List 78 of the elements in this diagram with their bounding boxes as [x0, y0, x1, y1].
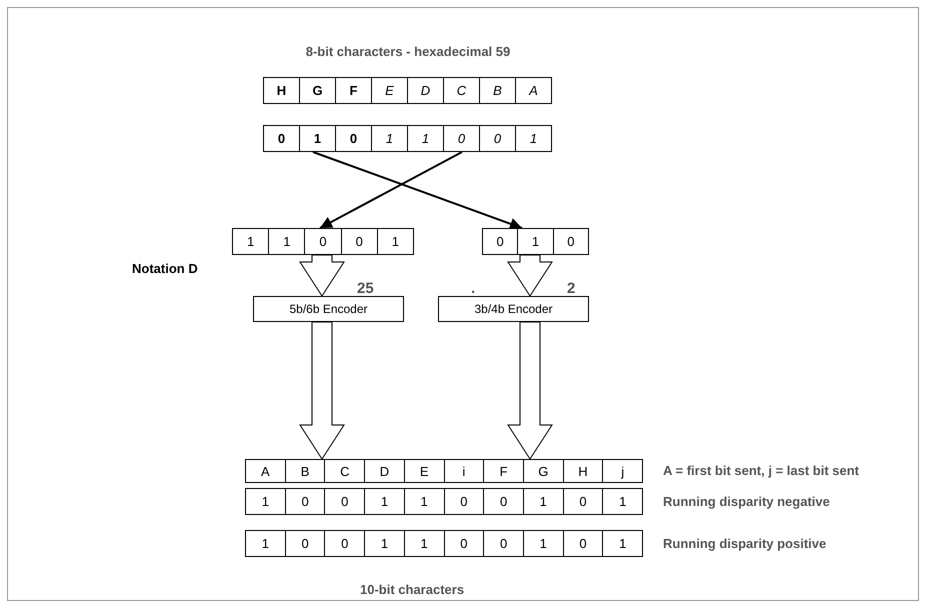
table-cell: 0	[444, 489, 484, 514]
table-cell: 1	[300, 126, 336, 151]
table-cell: E	[372, 78, 408, 103]
table-cell: 1	[269, 229, 306, 254]
table-cell: H	[264, 78, 300, 103]
bit-row	[245, 530, 643, 557]
block-arrow	[507, 254, 553, 297]
table-cell: 1	[518, 229, 554, 254]
table-cell: 1	[246, 531, 286, 556]
arrow	[312, 151, 522, 230]
table-cell: 1	[246, 489, 286, 514]
table-cell: D	[408, 78, 444, 103]
table-cell-text: 1	[528, 130, 538, 148]
table-cell: 0	[480, 126, 516, 151]
bit-row	[482, 228, 589, 255]
block-arrow	[299, 254, 345, 297]
table-cell: 0	[564, 531, 604, 556]
table-cell: 1	[524, 531, 564, 556]
annotation-label: 25	[357, 280, 374, 297]
table-cell: 1	[404, 489, 445, 514]
table-cell: 0	[286, 531, 326, 556]
table-cell: 0	[336, 126, 372, 151]
row-caption: A = first bit sent, j = last bit sent	[663, 463, 860, 478]
table-cell-text: 1	[390, 233, 400, 251]
row-caption: Running disparity negative	[663, 494, 830, 508]
encoder-box: 3b/4b Encoder	[438, 296, 589, 322]
table-cell: 1	[365, 531, 405, 556]
block-arrow	[299, 322, 345, 460]
table-cell: 1	[233, 229, 270, 254]
bit-row	[263, 125, 552, 152]
table-cell: 1	[404, 531, 445, 556]
table-cell: 0	[305, 229, 342, 254]
table-cell: B	[286, 460, 326, 482]
table-cell: 1	[372, 126, 408, 151]
block-arrow	[507, 322, 553, 460]
title: 8-bit characters - hexadecimal 59	[304, 44, 512, 59]
caption: 10-bit characters	[360, 582, 464, 597]
bit-row	[263, 77, 552, 104]
table-cell: 0	[484, 489, 524, 514]
table-cell: 0	[444, 126, 480, 151]
annotation-label: 2	[567, 280, 576, 297]
table-cell: F	[484, 460, 524, 482]
table-cell: 0	[286, 489, 326, 514]
encoder-box: 5b/6b Encoder	[253, 296, 404, 322]
table-cell: 1	[524, 489, 564, 514]
bit-row	[232, 228, 414, 255]
arrow	[320, 151, 462, 229]
table-cell: 0	[444, 531, 484, 556]
table-cell: 0	[325, 531, 366, 556]
table-cell: 1	[365, 489, 405, 514]
table-cell: i	[444, 460, 484, 482]
table-cell: G	[524, 460, 564, 482]
table-cell: 0	[483, 229, 518, 254]
table-cell: 1	[408, 126, 444, 151]
table-cell-text: A	[528, 82, 539, 100]
table-cell: 0	[342, 229, 378, 254]
bit-row	[245, 488, 643, 515]
table-cell: C	[444, 78, 480, 103]
table-cell: 0	[484, 531, 524, 556]
table-cell: C	[325, 460, 366, 482]
table-cell-text: 0	[566, 233, 576, 251]
table-cell: G	[300, 78, 336, 103]
table-cell-text: 1	[618, 535, 628, 553]
table-cell: 0	[564, 489, 604, 514]
table-cell: B	[480, 78, 516, 103]
table-cell: H	[564, 460, 604, 482]
row-caption: Running disparity positive	[663, 536, 826, 550]
annotation-label: Notation D	[132, 261, 198, 276]
table-cell: 0	[325, 489, 366, 514]
annotation-label: .	[471, 280, 476, 297]
table-cell: A	[246, 460, 286, 482]
table-cell: D	[365, 460, 405, 482]
table-cell-text: 1	[618, 493, 628, 511]
bit-row	[245, 459, 643, 483]
table-cell-text: j	[620, 462, 626, 481]
table-cell: E	[404, 460, 445, 482]
table-cell: F	[336, 78, 372, 103]
table-cell: 0	[264, 126, 300, 151]
